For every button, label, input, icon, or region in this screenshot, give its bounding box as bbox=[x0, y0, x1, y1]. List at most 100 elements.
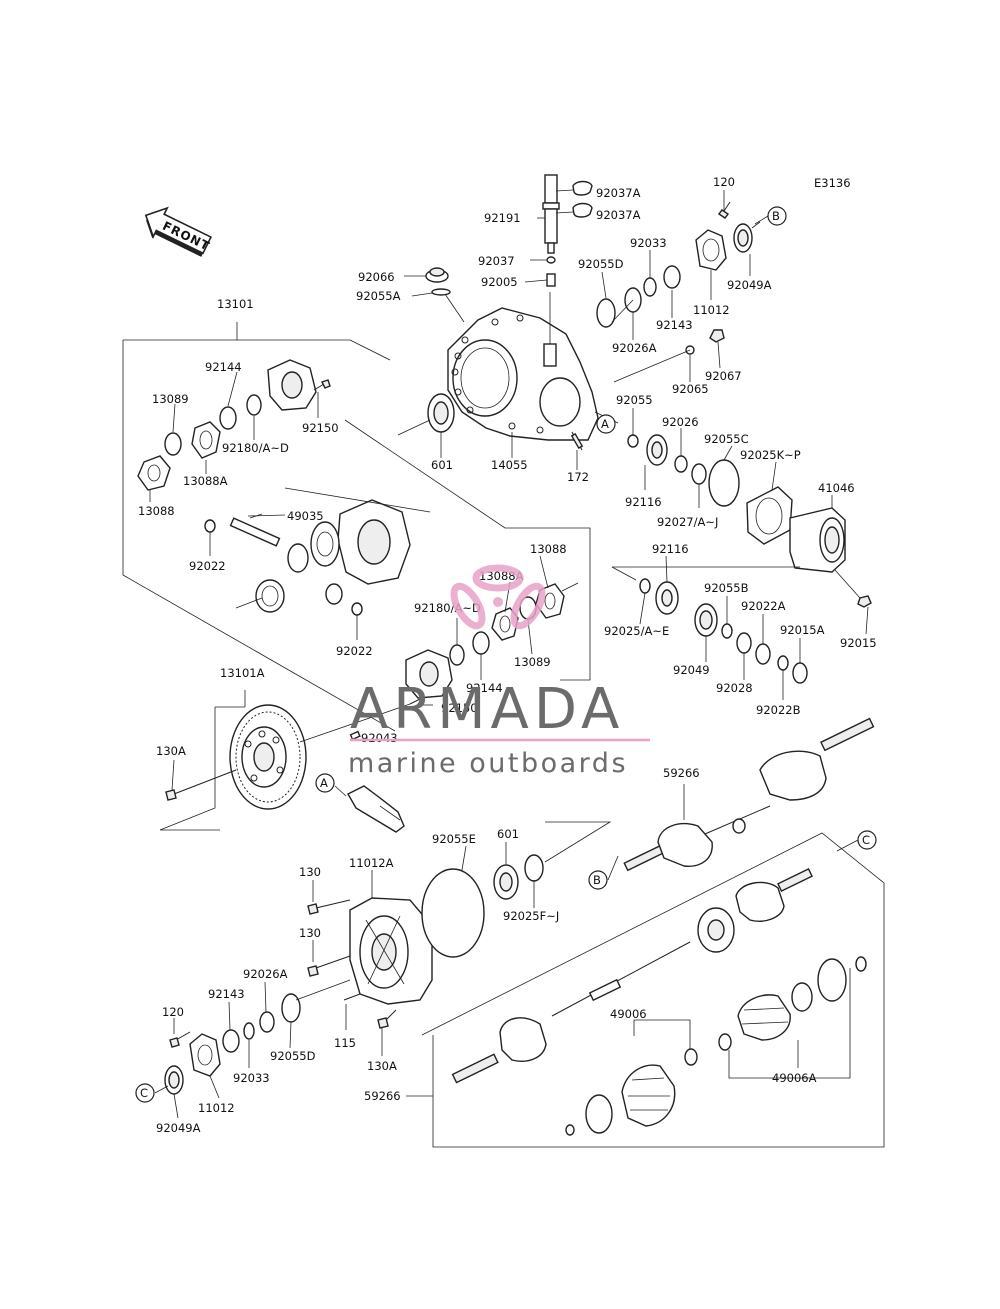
part-label[interactable]: 92022A bbox=[741, 599, 786, 613]
part-label[interactable]: 92025/A~E bbox=[604, 624, 669, 638]
part-label[interactable]: 92144 bbox=[205, 360, 242, 374]
ring-92033-top bbox=[643, 277, 657, 297]
part-label[interactable]: 130A bbox=[156, 744, 186, 758]
part-label[interactable]: 92143 bbox=[208, 987, 245, 1001]
part-label[interactable]: 92025F~J bbox=[503, 909, 559, 923]
part-label[interactable]: 92026A bbox=[243, 967, 288, 981]
part-label[interactable]: 92055 bbox=[616, 393, 653, 407]
part-label[interactable]: 92191 bbox=[484, 211, 521, 225]
part-label[interactable]: 59266 bbox=[364, 1089, 401, 1103]
washer-13088-left bbox=[137, 455, 171, 491]
part-label[interactable]: 92015 bbox=[840, 636, 877, 650]
oring-92055d-lower bbox=[281, 993, 301, 1023]
part-label[interactable]: 59266 bbox=[663, 766, 700, 780]
callout-a-lower: A bbox=[315, 773, 335, 793]
part-label[interactable]: 92067 bbox=[705, 369, 742, 383]
oring-92055d-top bbox=[596, 298, 616, 328]
drive-shaft-59266-upper bbox=[623, 717, 875, 872]
part-label[interactable]: 11012 bbox=[693, 303, 730, 317]
part-label[interactable]: 11012A bbox=[349, 856, 394, 870]
part-label[interactable]: 13089 bbox=[152, 392, 189, 406]
part-label[interactable]: 11012 bbox=[198, 1101, 235, 1115]
part-label[interactable]: 92055E bbox=[432, 832, 476, 846]
part-label[interactable]: 92033 bbox=[233, 1071, 270, 1085]
part-label[interactable]: 601 bbox=[497, 827, 519, 841]
part-label[interactable]: 92066 bbox=[358, 270, 395, 284]
part-label[interactable]: 92144 bbox=[466, 681, 503, 695]
ring-92025-a-e bbox=[639, 578, 651, 594]
clip-92037a-1 bbox=[572, 180, 593, 196]
seal-92049 bbox=[694, 603, 718, 637]
part-label[interactable]: 115 bbox=[334, 1036, 356, 1050]
part-label[interactable]: 92049 bbox=[673, 663, 710, 677]
part-label[interactable]: 92116 bbox=[625, 495, 662, 509]
part-label[interactable]: 92055A bbox=[356, 289, 401, 303]
part-label[interactable]: 92026 bbox=[662, 415, 699, 429]
bolt-130-lower bbox=[307, 955, 351, 977]
part-label[interactable]: 92015A bbox=[780, 623, 825, 637]
part-label[interactable]: 130 bbox=[299, 865, 321, 879]
part-label[interactable]: 14055 bbox=[491, 458, 528, 472]
diagram-code: E3136 bbox=[814, 176, 851, 190]
callout-b-upper: B bbox=[767, 206, 787, 226]
part-label[interactable]: 92055D bbox=[578, 257, 624, 271]
part-label[interactable]: 92043 bbox=[361, 731, 398, 745]
bolt-92067 bbox=[709, 329, 725, 343]
cover-11012-lower bbox=[189, 1033, 221, 1077]
part-label[interactable]: 92065 bbox=[672, 382, 709, 396]
part-label[interactable]: 130 bbox=[299, 926, 321, 940]
part-label[interactable]: 92037A bbox=[596, 208, 641, 222]
part-label[interactable]: 92055C bbox=[704, 432, 749, 446]
part-label[interactable]: 13088 bbox=[530, 542, 567, 556]
part-label[interactable]: 172 bbox=[567, 470, 589, 484]
band-49006a-small-left bbox=[718, 1033, 732, 1051]
part-label[interactable]: 601 bbox=[431, 458, 453, 472]
part-label[interactable]: 92025K~P bbox=[740, 448, 801, 462]
part-label[interactable]: 41046 bbox=[818, 481, 855, 495]
callout-b-lower-label: B bbox=[593, 873, 601, 887]
shaft-92191 bbox=[542, 174, 560, 254]
pinion-gear-left bbox=[255, 579, 285, 613]
part-label[interactable]: 13088A bbox=[183, 474, 228, 488]
part-label[interactable]: 49035 bbox=[287, 509, 324, 523]
boot-49006a bbox=[737, 994, 791, 1041]
part-label[interactable]: 92180/A~D bbox=[414, 601, 481, 615]
part-label[interactable]: 92180/A~D bbox=[222, 441, 289, 455]
part-label[interactable]: 92005 bbox=[481, 275, 518, 289]
part-label[interactable]: 13101 bbox=[217, 297, 254, 311]
part-label[interactable]: 92143 bbox=[656, 318, 693, 332]
boot-49006 bbox=[621, 1064, 676, 1127]
part-label[interactable]: 49006 bbox=[610, 1007, 647, 1021]
callout-c-upper: C bbox=[857, 830, 877, 850]
part-label[interactable]: 92150 bbox=[441, 701, 478, 715]
part-label[interactable]: 92022 bbox=[189, 559, 226, 573]
clip-92037 bbox=[546, 256, 556, 264]
washer-13089-left bbox=[164, 432, 182, 456]
part-label[interactable]: 92022B bbox=[756, 703, 801, 717]
part-label[interactable]: 92027/A~J bbox=[657, 515, 718, 529]
part-label[interactable]: 120 bbox=[162, 1005, 184, 1019]
part-label[interactable]: 92150 bbox=[302, 421, 339, 435]
part-label[interactable]: 92033 bbox=[630, 236, 667, 250]
part-label[interactable]: 92037 bbox=[478, 254, 515, 268]
part-label[interactable]: 13088 bbox=[138, 504, 175, 518]
part-label[interactable]: 49006A bbox=[772, 1071, 817, 1085]
part-label[interactable]: 92028 bbox=[716, 681, 753, 695]
part-label[interactable]: 92049A bbox=[727, 278, 772, 292]
part-label[interactable]: 92026A bbox=[612, 341, 657, 355]
part-label[interactable]: 92022 bbox=[336, 644, 373, 658]
part-label[interactable]: 92055B bbox=[704, 581, 749, 595]
watermark-tagline: marine outboards bbox=[348, 748, 628, 779]
part-label[interactable]: 92049A bbox=[156, 1121, 201, 1135]
band-49006a-mid bbox=[791, 982, 813, 1012]
part-label[interactable]: 92037A bbox=[596, 186, 641, 200]
part-label[interactable]: 92116 bbox=[652, 542, 689, 556]
part-label[interactable]: 130A bbox=[367, 1059, 397, 1073]
part-label[interactable]: 13101A bbox=[220, 666, 265, 680]
oring-92055e bbox=[421, 868, 485, 958]
part-label[interactable]: 13089 bbox=[514, 655, 551, 669]
band-49006a-small-right bbox=[855, 956, 867, 972]
assembly-outline-92055e bbox=[544, 821, 612, 863]
part-label[interactable]: 92055D bbox=[270, 1049, 316, 1063]
part-label[interactable]: 120 bbox=[713, 175, 735, 189]
